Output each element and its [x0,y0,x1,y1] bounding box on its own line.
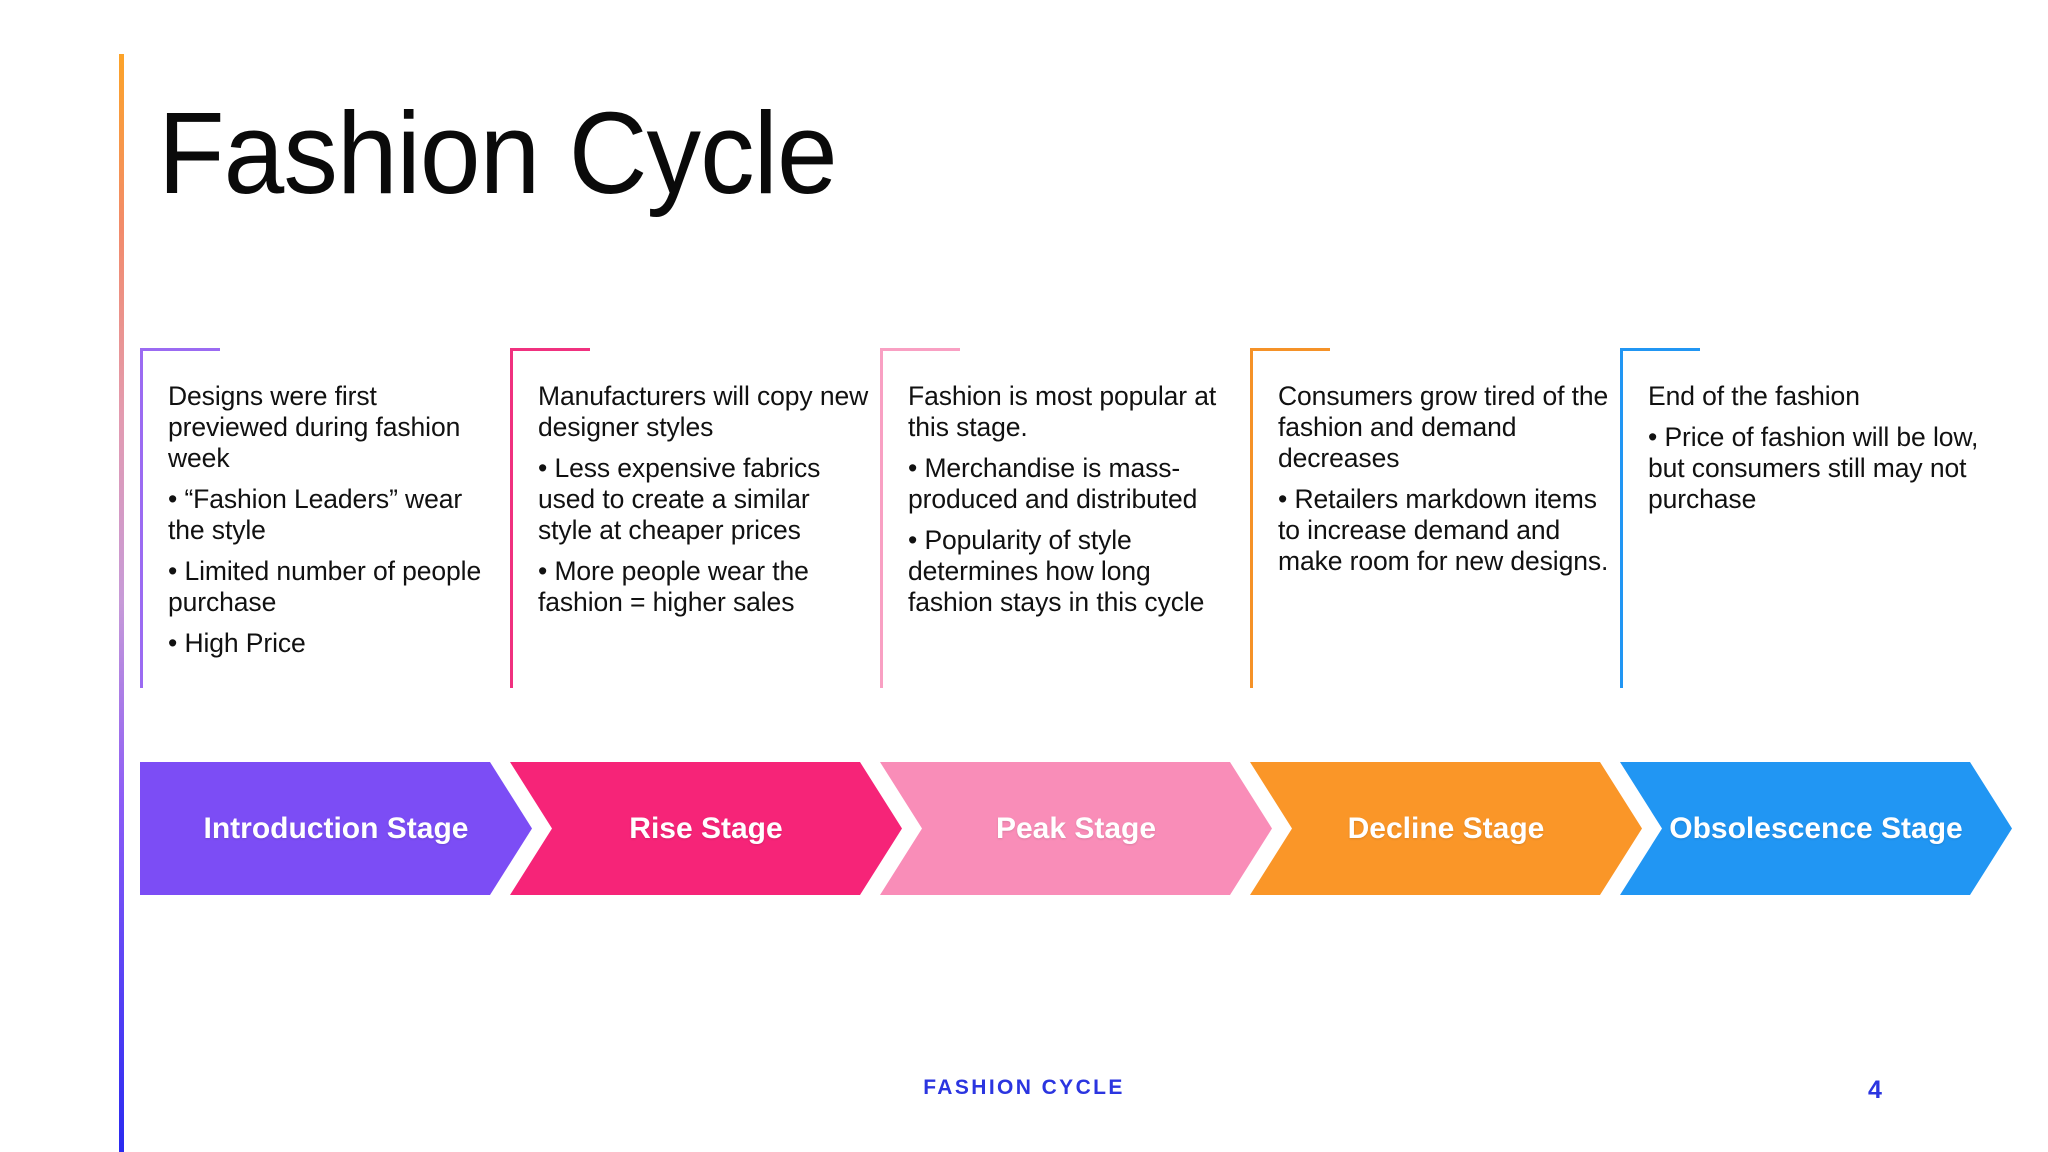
stage-bracket [140,348,220,688]
page-title: Fashion Cycle [158,88,838,218]
stage-lead-text: Manufacturers will copy new designer sty… [538,381,869,442]
stage-bullet-item: • Popularity of style determines how lon… [908,525,1205,617]
stage-chevron-label: Peak Stage [995,812,1157,845]
stage-bracket [510,348,590,688]
stage-chevron-band: Introduction Stage Rise Stage Peak Stage De… [140,762,2012,895]
stage-chevron-label: Decline Stage [1347,812,1545,845]
stage-text-block: End of the fashion • Price of fashion wil… [1648,381,1980,525]
stage-text-block: Fashion is most popular at this stage. • … [908,381,1240,628]
stage-bullet-list: • “Fashion Leaders” wear the style • Limi… [168,484,500,659]
stage-chevron-label: Introduction Stage [203,812,469,845]
stage-text-block: Manufacturers will copy new designer sty… [538,381,870,628]
stage-lead-text: Designs were first previewed during fash… [168,381,461,473]
stage-chevron[interactable]: Introduction Stage [140,762,532,895]
stage-bullet-item: • Less expensive fabrics used to create … [538,453,821,545]
stage-bullet-item: • Limited number of people purchase [168,556,482,617]
stage-chevron[interactable]: Peak Stage [880,762,1272,895]
stage-bracket [1620,348,1700,688]
stage-bullet-list: • Less expensive fabrics used to create … [538,453,870,618]
stage-bullet-item: • Retailers markdown items to increase d… [1278,484,1609,576]
stage-bullet-item: • High Price [168,628,306,658]
stage-chevron-label: Rise Stage [629,812,783,845]
stage-chevron[interactable]: Decline Stage [1250,762,1642,895]
stage-bracket [1250,348,1330,688]
stage-lead-text: End of the fashion [1648,381,1860,411]
footer-label: FASHION CYCLE [923,1076,1125,1099]
stage-bullet-list: • Retailers markdown items to increase d… [1278,484,1610,577]
stage-chevron[interactable]: Obsolescence Stage [1620,762,2012,895]
stage-bullet-list: • Price of fashion will be low, but cons… [1648,422,1980,515]
stage-bullet-item: • More people wear the fashion = higher … [538,556,809,617]
stage-lead-text: Fashion is most popular at this stage. [908,381,1217,442]
stage-bracket [880,348,960,688]
stage-lead-text: Consumers grow tired of the fashion and … [1278,381,1609,473]
left-accent-bar [119,54,124,1152]
stage-chevron[interactable]: Rise Stage [510,762,902,895]
page-number: 4 [1868,1076,1882,1104]
stage-bullet-item: • “Fashion Leaders” wear the style [168,484,463,545]
stage-chevron-label: Obsolescence Stage [1669,812,1963,845]
stage-bullet-list: • Merchandise is mass-produced and distr… [908,453,1240,618]
stage-text-block: Designs were first previewed during fash… [168,381,500,669]
stage-text-block: Consumers grow tired of the fashion and … [1278,381,1610,587]
stage-bullet-item: • Price of fashion will be low, but cons… [1648,422,1979,514]
stage-bullet-item: • Merchandise is mass-produced and distr… [908,453,1198,514]
stage-descriptions: Designs were first previewed during fash… [140,348,2010,760]
